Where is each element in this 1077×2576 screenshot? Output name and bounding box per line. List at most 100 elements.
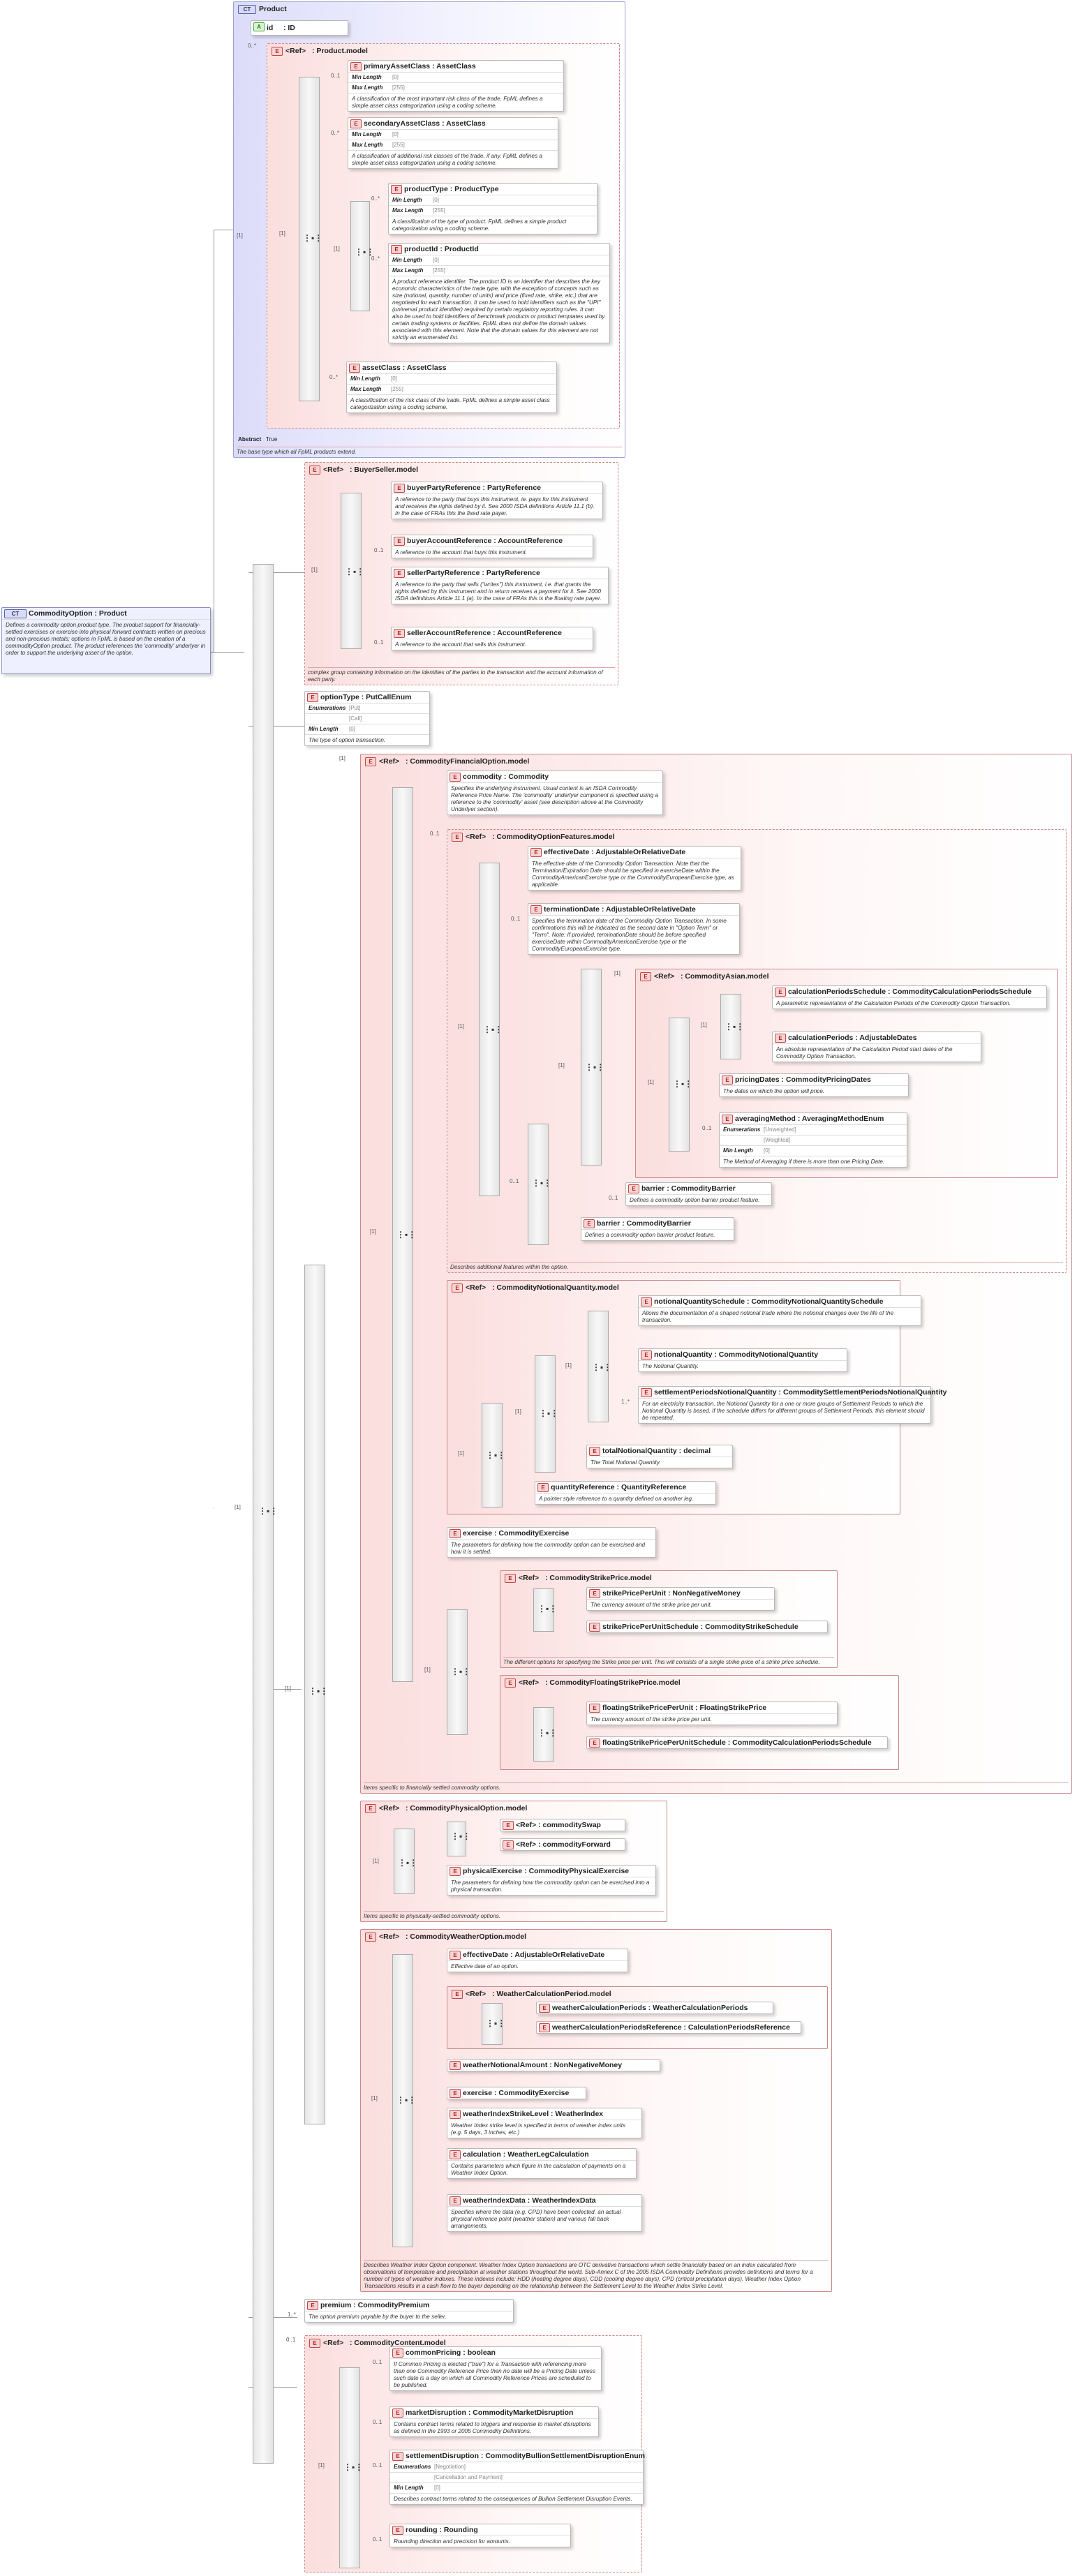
element-label: strikePricePerUnit	[602, 1589, 667, 1598]
element-icon: E	[589, 1589, 600, 1598]
element-icon: E	[775, 1034, 786, 1043]
element-icon: E	[503, 1821, 514, 1830]
choice-icon: ⋮▪⋮	[725, 1022, 745, 1032]
element-icon: E	[392, 2409, 403, 2418]
element-label: quantityReference	[551, 1483, 615, 1491]
element-icon: E	[589, 1739, 600, 1748]
element-type: : CommodityPhysicalExercise	[522, 1867, 630, 1875]
weather-calculation-period-model-group[interactable]: E<Ref> : WeatherCalculationPeriod.model	[447, 1986, 828, 2049]
element-type: : CommodityPricingDates	[779, 1075, 871, 1084]
element-type: : PutCallEnum	[359, 693, 412, 701]
element-cs[interactable]: E<Ref> : commoditySwap	[500, 1819, 625, 1831]
element-label: rounding	[406, 2526, 438, 2534]
element-label: premium	[320, 2301, 352, 2309]
element-icon: E	[450, 773, 461, 782]
sequence-icon: ⋮▪⋮	[396, 2095, 417, 2105]
element-icon: E	[309, 2338, 320, 2348]
element-icon: E	[641, 1388, 652, 1397]
choice-icon: ⋮▪⋮	[451, 1831, 471, 1841]
element-cf[interactable]: E<Ref> : commodityForward	[500, 1838, 625, 1851]
element-label: barrier	[597, 1219, 621, 1228]
multiplicity-label: 0..*	[371, 195, 380, 202]
root-commodity-option[interactable]: CT CommodityOption : Product Defines a c…	[1, 607, 211, 674]
complex-type-icon: CT	[238, 4, 256, 14]
multiplicity-label: 0..*	[371, 255, 380, 262]
commodity-strike-price-model-group[interactable]: E<Ref> : CommodityStrikePrice.model The …	[500, 1570, 838, 1668]
element-description: A reference to the party that buys this …	[392, 493, 602, 519]
element-type: : CommodityCalculationPeriodsSchedule	[725, 1739, 872, 1747]
financial-physical-choice-bar	[304, 1265, 325, 2124]
element-label: : commodityForward	[538, 1840, 611, 1849]
element-type: : AccountReference	[491, 537, 563, 545]
element-icon: E	[307, 2301, 318, 2310]
element-description: The effective date of the Commodity Opti…	[528, 858, 741, 890]
element-icon: E	[722, 1115, 733, 1124]
element-icon: E	[539, 2023, 550, 2032]
element-icon: E	[450, 2110, 461, 2119]
element-icon: E	[349, 364, 360, 373]
element-description: For an electricity transaction, the Noti…	[639, 1398, 930, 1423]
sequence-icon: ⋮▪⋮	[537, 1728, 558, 1738]
cfo-footer: Items specific to financially settled co…	[364, 1782, 1069, 1792]
element-icon: E	[307, 693, 318, 702]
element-label: sellerAccountReference	[407, 629, 491, 637]
element-label: : commoditySwap	[538, 1821, 601, 1829]
element-type: : CommodityNotionalQuantitySchedule	[745, 1297, 884, 1306]
element-icon: E	[539, 2004, 550, 2013]
element-label: averagingMethod	[735, 1115, 796, 1123]
element-type: : CalculationPeriodsReference	[681, 2023, 790, 2032]
product-name: Product	[259, 5, 287, 13]
element-type: : QuantityReference	[614, 1483, 687, 1491]
multiplicity-label: 0..1	[373, 2359, 382, 2365]
root-description: Defines a commodity option product type.…	[2, 619, 210, 658]
element-description: The option premium payable by the buyer …	[305, 2311, 513, 2322]
element-icon: E	[584, 1219, 595, 1228]
element-type: : ProductType	[447, 185, 499, 193]
element-type: : AssetClass	[440, 119, 486, 128]
